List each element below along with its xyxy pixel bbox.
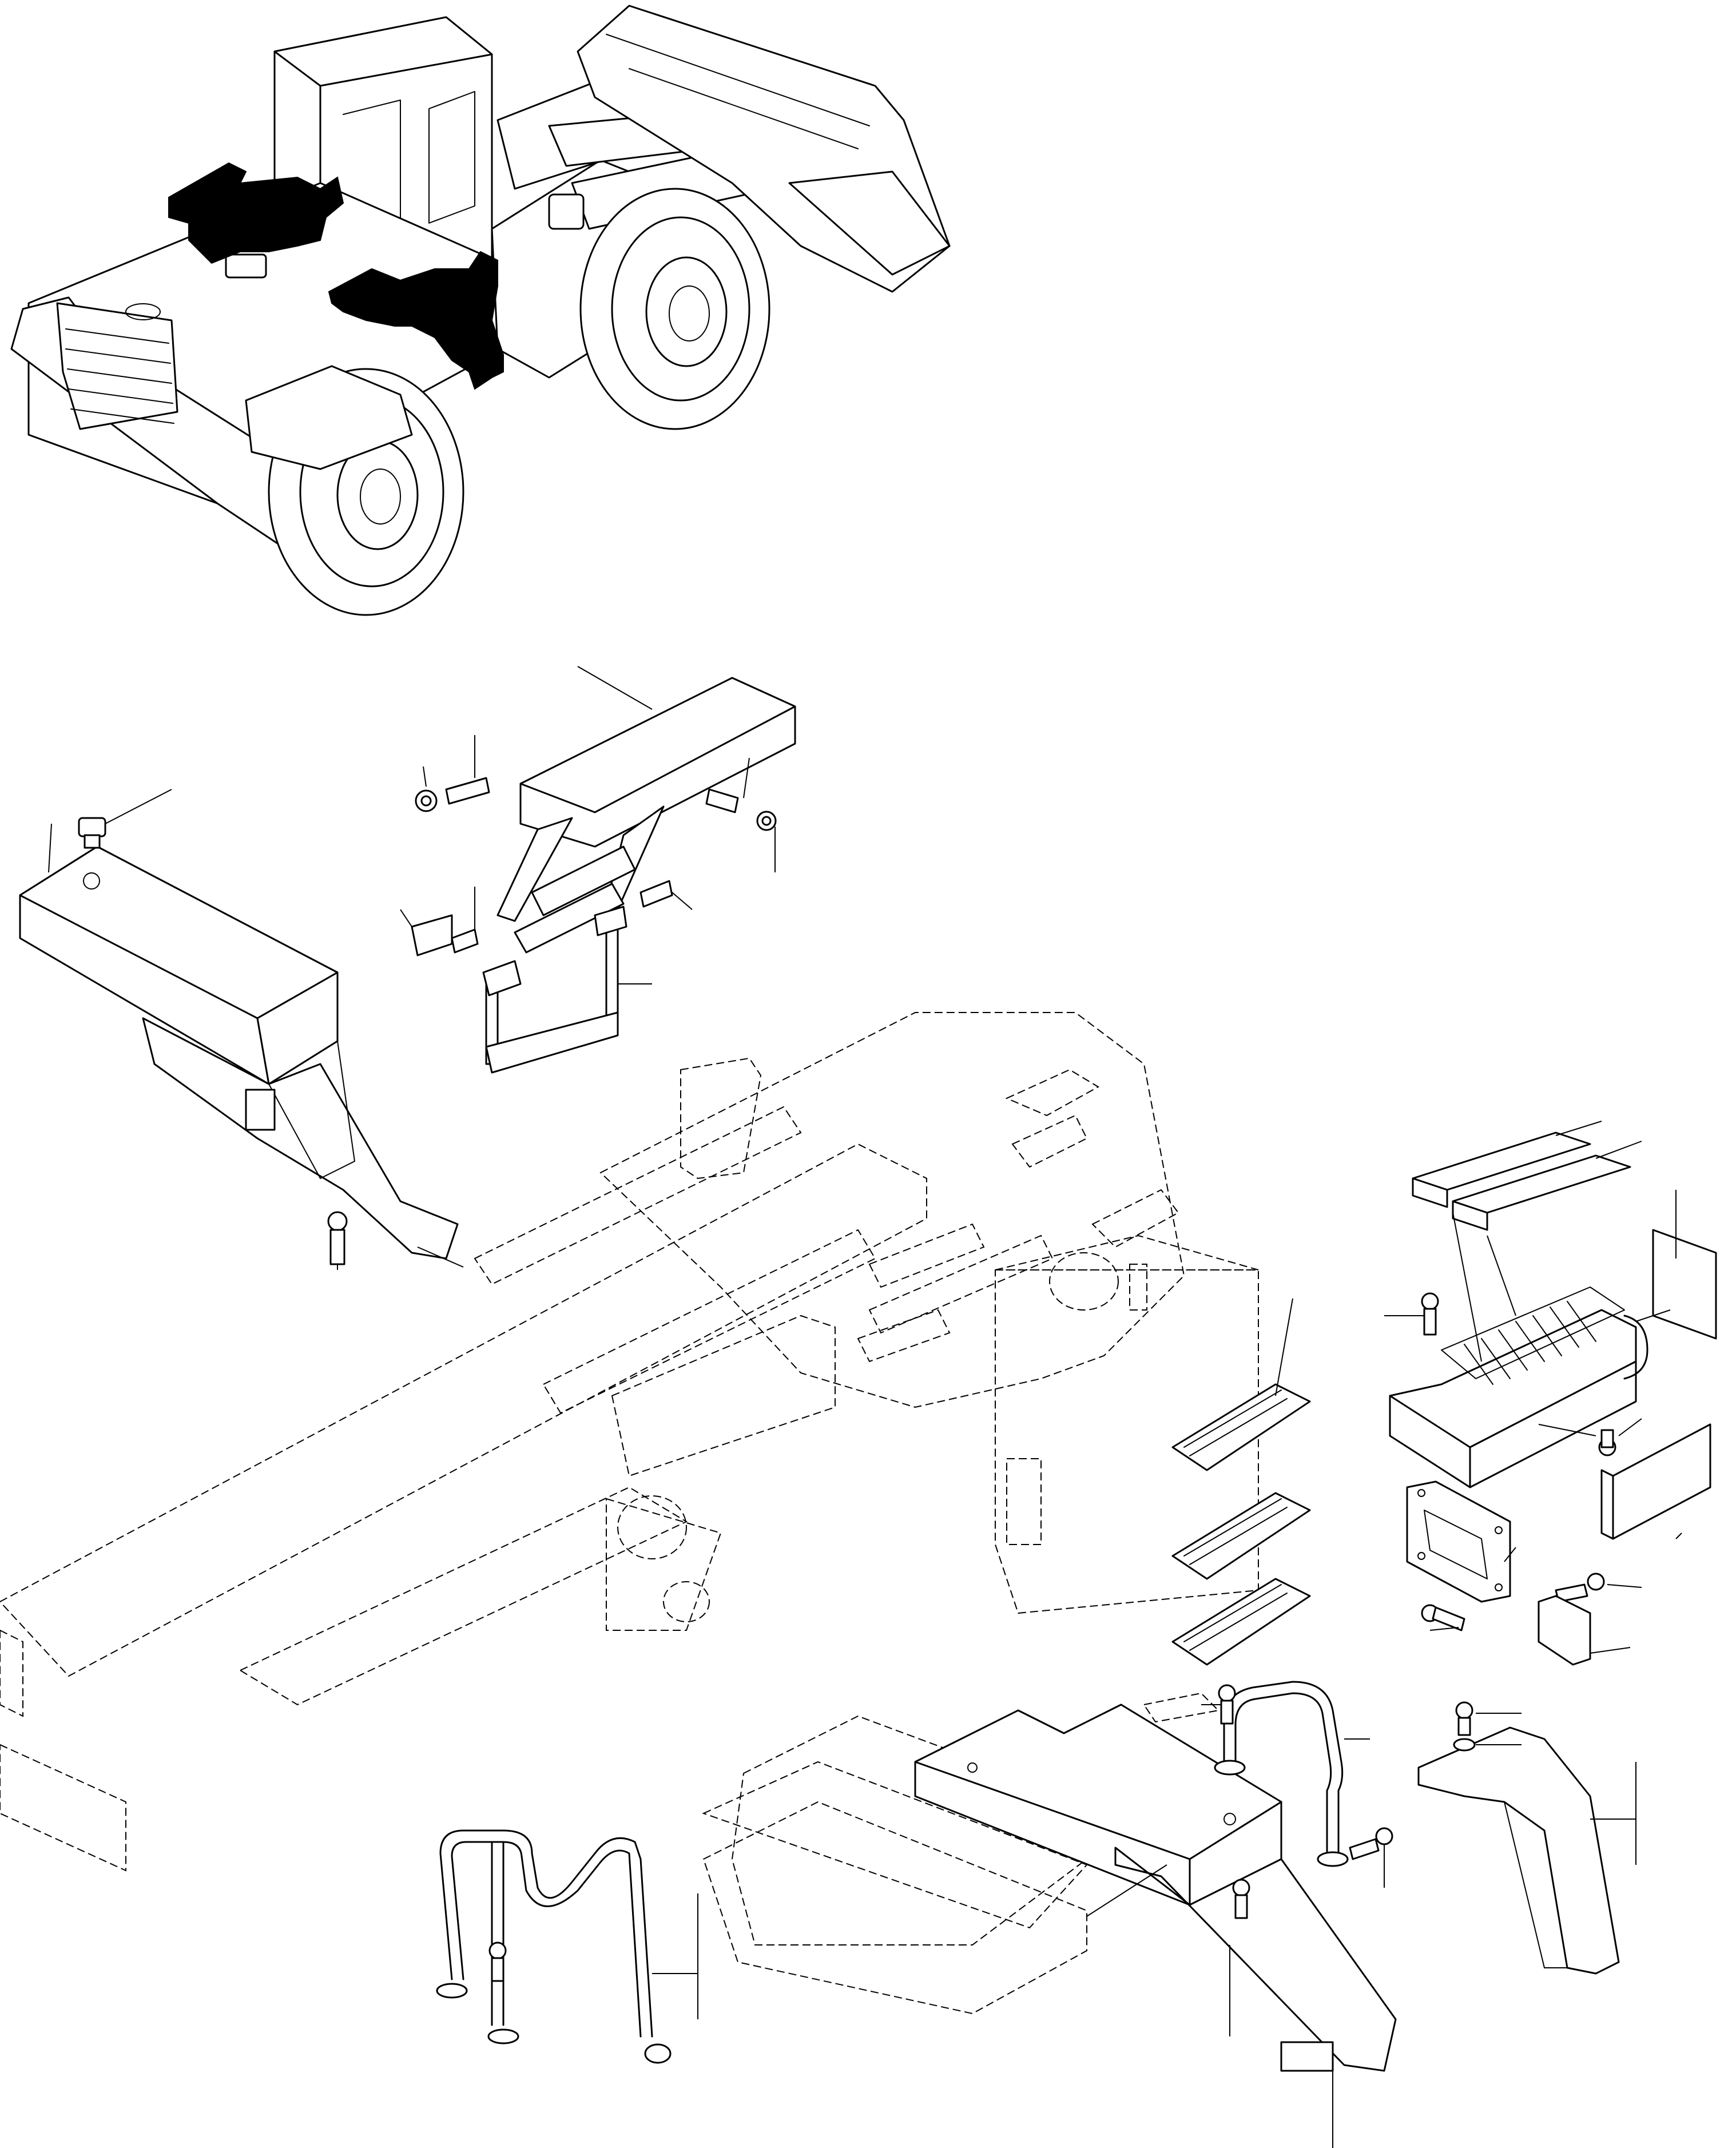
small-bracket xyxy=(1538,1595,1631,1666)
highlighted-step-region-upper xyxy=(168,162,344,264)
loader-rear-body xyxy=(10,182,516,550)
ladder-frame xyxy=(482,906,627,1074)
upper-step-ladder xyxy=(400,666,796,1074)
ladder-bolts xyxy=(415,777,777,954)
lower-right-platform-bolts xyxy=(1201,1684,1393,2036)
left-step-platform xyxy=(19,789,464,1270)
highlighted-step-region-lower xyxy=(328,251,504,390)
loader-rear-wheel xyxy=(245,365,464,616)
side-pad-upper xyxy=(1652,1190,1717,1340)
ladder-bracket xyxy=(411,914,453,956)
cover-plates xyxy=(1412,1121,1642,1231)
lower-left-handrail xyxy=(436,1829,698,2064)
loader-front-wheel xyxy=(579,188,770,430)
grille-bolts xyxy=(1384,1292,1642,1456)
flange-bolts xyxy=(1421,1573,1642,1631)
left-step-bolt xyxy=(327,1211,348,1265)
lower-center-plate xyxy=(702,1801,1087,2015)
grille-assembly xyxy=(1389,1212,1671,1488)
side-pad-lower xyxy=(1600,1423,1711,1540)
machine-frame xyxy=(0,1012,1259,1945)
right-support-leg xyxy=(1417,1701,1636,1975)
lower-right-handrail xyxy=(1214,1681,1370,1867)
wheel-loader-overview xyxy=(10,5,951,616)
left-step-plug xyxy=(78,817,106,849)
frame-steps xyxy=(1171,1298,1311,1666)
lower-right-step-platform xyxy=(914,1704,1397,2148)
mounting-flange xyxy=(1406,1480,1516,1603)
